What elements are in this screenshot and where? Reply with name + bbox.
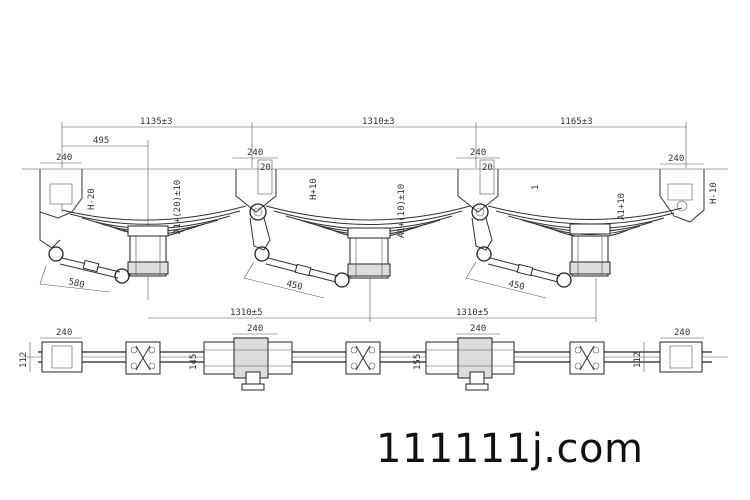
- watermark-text: 111111j.com: [376, 426, 644, 472]
- rod-3-length: 450: [507, 279, 525, 293]
- leaf-spring-3: A1+10: [487, 193, 683, 238]
- bracket-3-20: 20: [482, 163, 493, 173]
- lower-span-2: 1310±5: [456, 308, 489, 318]
- bracket-3-small: 1: [531, 185, 541, 190]
- axle-seat-3: [569, 235, 611, 277]
- spring-1-label: A1+(20)±10: [173, 180, 183, 234]
- lower-dimension-chain: 1310±5 1310±5: [148, 278, 597, 322]
- leaf-spring-2: A1+(10)±10: [265, 184, 471, 239]
- bracket-4-width: 240: [668, 154, 684, 164]
- plan-width-4: 240: [674, 328, 690, 338]
- plan-height-3: 155: [413, 354, 423, 370]
- second-hanger-bracket: 240 20 H+10: [232, 148, 319, 251]
- leaf-spring-1: A1+(20)±10: [61, 180, 247, 238]
- plan-height-4: 112: [633, 352, 643, 368]
- bracket-1-width: 240: [56, 153, 72, 163]
- plan-width-1: 240: [56, 328, 72, 338]
- plan-view: 240 112 240 145 240: [19, 324, 728, 391]
- torque-rod-3: 450: [465, 246, 572, 299]
- rod-2-length: 450: [285, 279, 303, 293]
- plan-height-2: 145: [189, 354, 199, 370]
- bracket-1-h: H-20: [87, 188, 97, 210]
- bracket-4-h: H-10: [709, 182, 719, 204]
- top-dimension-chain: 1135±3 1310±3 1165±3 495: [61, 117, 687, 300]
- dim-span-1: 1135±3: [140, 117, 173, 127]
- axle-seat-2: [347, 237, 391, 279]
- plan-width-3: 240: [470, 324, 486, 334]
- spring-2-label: A1+(10)±10: [397, 184, 407, 238]
- bracket-3-width: 240: [470, 148, 486, 158]
- rod-1-length: 580: [67, 277, 85, 291]
- spring-3-label: A1+10: [617, 193, 627, 220]
- bracket-2-width: 240: [247, 148, 263, 158]
- front-hanger-bracket: 240 H-20: [39, 153, 97, 249]
- dim-span-2: 1310±3: [362, 117, 395, 127]
- plan-height-1: 112: [19, 352, 29, 368]
- bracket-2-h: H+10: [309, 178, 319, 200]
- torque-rod-1: 580: [39, 246, 130, 293]
- bracket-2-20: 20: [260, 163, 271, 173]
- lower-span-1: 1310±5: [230, 308, 263, 318]
- dim-span-3: 1165±3: [560, 117, 593, 127]
- torque-rod-2: 450: [243, 246, 350, 299]
- dim-offset-495: 495: [93, 136, 109, 146]
- third-hanger-bracket: 240 20 1: [456, 148, 541, 251]
- plan-width-2: 240: [247, 324, 263, 334]
- axle-seat-1: [127, 235, 169, 277]
- rear-hanger-bracket: 240 H-10: [659, 154, 719, 223]
